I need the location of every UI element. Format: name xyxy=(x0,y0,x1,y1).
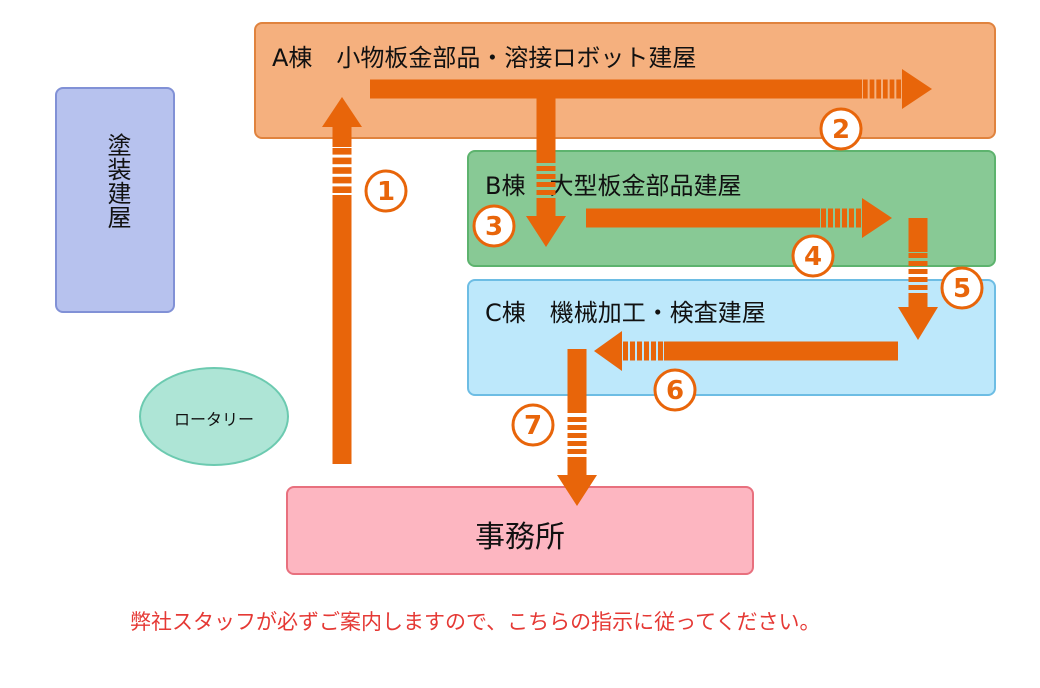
arrow-step-7-shaft xyxy=(567,457,587,475)
arrow-step-2 xyxy=(370,69,932,109)
step-badge-1 xyxy=(364,169,408,213)
arrow-step-5-dash xyxy=(908,285,928,290)
arrow-step-7-dash xyxy=(567,417,587,422)
step-number-6: 6 xyxy=(666,376,684,406)
arrow-step-6-head xyxy=(594,331,622,371)
arrow-step-7-dash xyxy=(567,425,587,430)
arrow-step-1-dash xyxy=(332,176,352,184)
arrow-step-2-dash xyxy=(883,79,888,99)
arrow-step-1-dash xyxy=(332,148,352,155)
office-label: 事務所 xyxy=(475,520,565,555)
arrow-step-3-head xyxy=(526,216,566,247)
rotary: ロータリー xyxy=(139,367,289,466)
office-building: 事務所 xyxy=(286,486,754,575)
arrow-step-2-dash xyxy=(876,79,881,99)
arrow-step-5-dash xyxy=(908,277,928,282)
arrow-step-6-shaft xyxy=(664,341,898,361)
step-number-3: 3 xyxy=(485,212,503,242)
arrow-step-4-dash xyxy=(849,208,854,228)
arrow-step-1-dash xyxy=(332,167,352,174)
step-badge-4 xyxy=(791,234,835,278)
arrow-step-1-dash xyxy=(332,157,352,165)
arrow-step-2-dash xyxy=(889,79,895,99)
rotary-label: ロータリー xyxy=(173,410,254,429)
building-a-label: A棟 小物板金部品・溶接ロボット建屋 xyxy=(272,44,697,72)
arrow-step-2-head xyxy=(902,69,932,109)
arrow-step-4 xyxy=(586,198,892,238)
guidance-note: 弊社スタッフが必ずご案内しますので、こちらの指示に従ってください。 xyxy=(130,610,821,634)
arrow-step-5-dash xyxy=(908,261,928,266)
building-c-label: C棟 機械加工・検査建屋 xyxy=(485,299,766,327)
arrow-step-6-dash xyxy=(630,341,635,361)
arrow-step-5-shaft xyxy=(908,218,928,252)
arrow-step-6 xyxy=(594,331,898,371)
arrow-step-4-dash xyxy=(828,208,833,228)
arrow-step-5-dash xyxy=(908,269,928,274)
step-number-1: 1 xyxy=(377,177,395,207)
arrow-step-7-dash xyxy=(567,433,587,438)
building-c: C棟 機械加工・検査建屋 xyxy=(467,279,996,396)
arrow-step-2-dash xyxy=(869,79,875,99)
paint-building-label: 塗装建屋 xyxy=(103,133,131,229)
arrow-step-4-shaft xyxy=(586,208,820,228)
arrow-step-5-head xyxy=(898,307,938,340)
step-number-7: 7 xyxy=(524,411,542,441)
arrow-step-3-dash xyxy=(536,182,556,187)
arrow-step-1-dash xyxy=(332,186,352,193)
arrow-step-7-dash xyxy=(567,441,587,446)
arrow-step-3-dash xyxy=(536,158,556,163)
step-number-2: 2 xyxy=(832,115,850,145)
arrow-step-2-dash xyxy=(896,79,901,99)
step-badge-3 xyxy=(472,204,516,248)
arrow-step-6-dash xyxy=(651,341,656,361)
step-badge-6 xyxy=(653,368,697,412)
arrow-step-7-head xyxy=(557,475,597,506)
arrow-step-2-shaft xyxy=(370,79,862,99)
arrow-step-4-dash xyxy=(821,208,826,228)
arrow-step-4-dash xyxy=(842,208,847,228)
step-badge-2 xyxy=(819,107,863,151)
arrow-step-7-shaft xyxy=(567,349,587,413)
step-badge-5 xyxy=(940,266,984,310)
arrow-step-4-head xyxy=(862,198,892,238)
arrow-step-5-shaft xyxy=(908,293,928,307)
arrow-step-4-dash xyxy=(835,208,840,228)
arrow-step-3-shaft xyxy=(536,98,556,158)
arrow-step-1-shaft xyxy=(332,127,352,147)
arrow-step-6-dash xyxy=(623,341,628,361)
arrow-step-1-head xyxy=(322,97,362,127)
arrow-step-3-dash xyxy=(536,166,556,171)
building-b-label: B棟 大型板金部品建屋 xyxy=(485,172,742,200)
arrow-step-6-dash xyxy=(644,341,649,361)
arrow-step-1 xyxy=(322,97,362,464)
arrow-step-4-dash xyxy=(856,208,861,228)
step-number-4: 4 xyxy=(804,242,822,272)
arrow-step-1-shaft xyxy=(332,195,352,464)
arrow-step-5-dash xyxy=(908,253,928,258)
step-number-5: 5 xyxy=(953,274,971,304)
paint-building: 塗装建屋 xyxy=(55,87,175,313)
arrow-step-3-shaft xyxy=(536,198,556,216)
arrow-step-3-dash xyxy=(536,174,556,179)
arrow-step-3-dash xyxy=(536,190,556,195)
step-badge-7 xyxy=(511,403,555,447)
arrow-step-2-dash xyxy=(863,79,868,99)
arrow-step-7-dash xyxy=(567,449,587,454)
arrow-step-6-dash xyxy=(637,341,642,361)
arrow-step-6-dash xyxy=(658,341,663,361)
